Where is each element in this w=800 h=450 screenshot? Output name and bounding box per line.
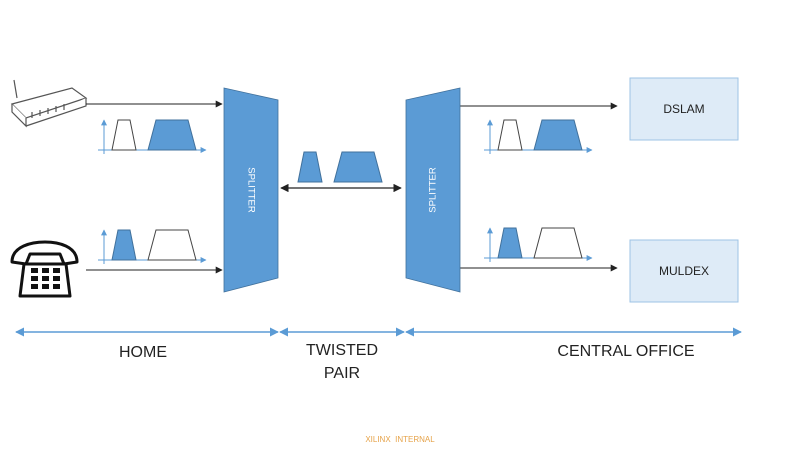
muldex-spectrum-voice-band	[497, 227, 523, 259]
modem-spectrum-data-band	[147, 119, 197, 151]
muldex-spectrum-data-band	[533, 227, 583, 259]
watermark-text: XILINX INTERNAL	[365, 435, 435, 444]
twisted-pair-label-line1: TWISTED	[306, 342, 378, 359]
dslam-box	[629, 77, 739, 141]
left-splitter-label: SPLITTER	[245, 167, 256, 213]
twisted-pair-label-line2: PAIR	[324, 365, 360, 382]
dslam-label: DSLAM	[663, 102, 704, 116]
phone-spectrum-data-band	[147, 229, 197, 261]
right-splitter-shape	[405, 87, 461, 293]
dslam-spectrum	[484, 119, 593, 154]
central-office-label: CENTRAL OFFICE	[557, 343, 694, 360]
dslam-spectrum-voice-band	[497, 119, 523, 151]
twisted-pair-spectrum-data-band	[333, 151, 383, 183]
dsl-modem-icon	[10, 79, 88, 128]
telephone-icon	[10, 240, 79, 298]
spectrum-charts	[98, 119, 593, 264]
home-label: HOME	[119, 344, 167, 361]
muldex-label: MULDEX	[659, 264, 709, 278]
twisted-pair-spectrum-voice-band	[297, 151, 323, 183]
twisted-pair-spectrum	[297, 151, 383, 183]
left-splitter-shape	[223, 87, 279, 293]
modem-spectrum	[98, 119, 207, 154]
muldex-spectrum	[484, 227, 593, 262]
phone-spectrum-voice-band	[111, 229, 137, 261]
muldex-box	[629, 239, 739, 303]
dslam-spectrum-data-band	[533, 119, 583, 151]
modem-spectrum-voice-band	[111, 119, 137, 151]
right-splitter-label: SPLITTER	[428, 167, 439, 213]
phone-spectrum	[98, 229, 207, 264]
